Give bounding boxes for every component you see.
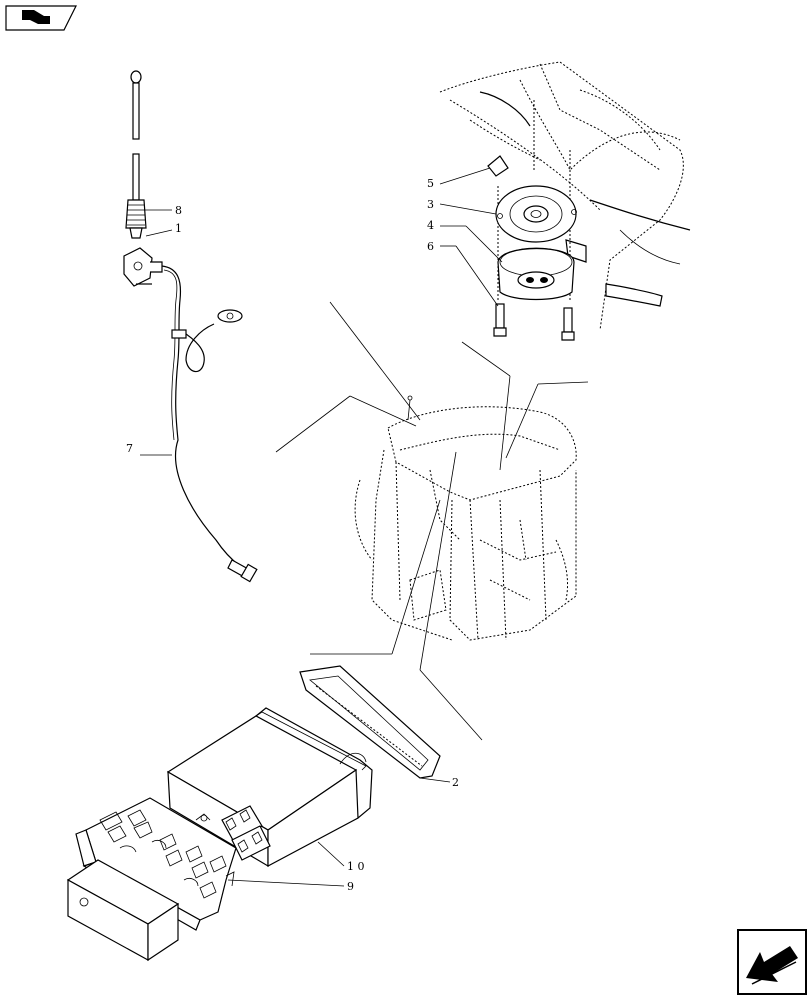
radio-unit — [166, 665, 441, 868]
leader-lines — [140, 167, 503, 887]
callout-5: 5 — [427, 177, 434, 190]
mounting-cage — [66, 797, 237, 962]
callout-3: 3 — [427, 198, 434, 211]
callout-1: 1 — [175, 222, 182, 235]
roof-detail — [439, 61, 691, 341]
callout-6: 6 — [427, 240, 434, 253]
callout-9: 9 — [347, 880, 354, 893]
book-nav-icon[interactable] — [5, 5, 77, 31]
callout-8: 8 — [175, 204, 182, 217]
cab-body — [275, 301, 589, 741]
callout-10: 1 0 — [347, 860, 365, 873]
callout-4: 4 — [427, 219, 434, 232]
antenna-assembly — [123, 70, 258, 583]
callout-7: 7 — [126, 442, 133, 455]
next-page-arrow-icon[interactable] — [737, 929, 807, 995]
callout-2: 2 — [452, 776, 459, 789]
